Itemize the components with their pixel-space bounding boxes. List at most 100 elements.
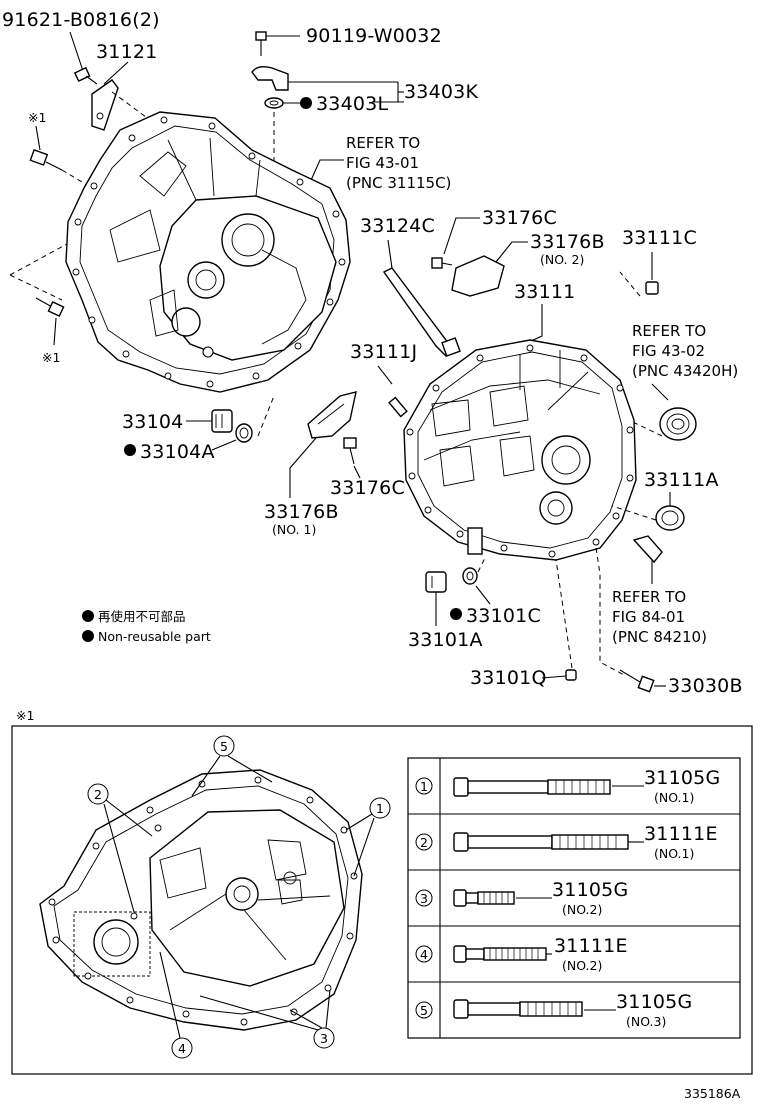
bolt-row-4[interactable]: 4 31111E (NO.2): [415, 935, 628, 973]
label-33176B-bot-sub: (NO. 1): [272, 522, 316, 537]
seal-43420H-icon: [659, 407, 697, 441]
label-31121[interactable]: 31121: [96, 41, 157, 63]
gasket-33104A-icon: [235, 423, 253, 443]
label-33176B-top[interactable]: 33176B: [530, 231, 605, 253]
plug-33104-icon: [211, 409, 233, 433]
bolt-4-part: 31111E: [554, 935, 628, 957]
sensor-84210-icon: [632, 535, 663, 584]
ref2-line3[interactable]: (PNC 43420H): [632, 362, 738, 380]
bolt-3-part: 31105G: [552, 879, 628, 901]
svg-text:2: 2: [94, 787, 102, 802]
svg-text:4: 4: [178, 1041, 186, 1056]
bracket-31121-icon: [91, 61, 151, 131]
label-33403K[interactable]: 33403K: [404, 81, 478, 103]
pin-33111J-icon: [388, 396, 408, 418]
ref3-line2[interactable]: FIG 84-01: [612, 608, 685, 626]
label-33176B-top-sub: (NO. 2): [540, 252, 584, 267]
bolt-1-icon: [453, 777, 611, 797]
bolt-1-sub: (NO.1): [654, 790, 694, 805]
label-33101C[interactable]: 33101C: [466, 605, 541, 627]
ref1-line3[interactable]: (PNC 31115C): [346, 174, 451, 192]
label-33030B[interactable]: 33030B: [668, 675, 743, 697]
bolt-5-icon: [453, 999, 583, 1019]
inset-mark: ※1: [16, 708, 34, 723]
inset-callout-1[interactable]: 1: [345, 797, 391, 877]
nonreusable-dot-icon: [450, 608, 462, 620]
bolt-91621-icon: [69, 31, 98, 85]
svg-text:4: 4: [420, 947, 428, 962]
ref1-line1[interactable]: REFER TO: [346, 134, 420, 152]
label-33111J[interactable]: 33111J: [350, 341, 417, 363]
oring-33403L-icon: [264, 97, 300, 109]
cover-33176B-no1-icon: [307, 391, 357, 439]
label-33104A[interactable]: 33104A: [140, 441, 215, 463]
inset-frame: [11, 725, 753, 1075]
inset-callout-2[interactable]: 2: [87, 783, 153, 913]
inset-callout-3[interactable]: 3: [199, 989, 335, 1049]
nonreusable-dot-icon: [124, 444, 136, 456]
bolt-2-sub: (NO.1): [654, 846, 694, 861]
label-33403L[interactable]: 33403L: [316, 93, 388, 115]
plug-33111C-icon: [645, 281, 659, 295]
label-33111A[interactable]: 33111A: [644, 469, 719, 491]
bolt-mark1-top-icon: [29, 149, 93, 189]
ref2-line1[interactable]: REFER TO: [632, 322, 706, 340]
bolt-2-part: 31111E: [644, 823, 718, 845]
label-90119[interactable]: 90119-W0032: [306, 25, 442, 47]
bolt-row-3[interactable]: 3 31105G (NO.2): [415, 879, 628, 917]
clutch-housing-illustration: [65, 111, 351, 393]
bolt-row-2[interactable]: 2 31111E (NO.1): [415, 823, 718, 861]
label-91621[interactable]: 91621-B0816(2): [2, 9, 160, 31]
svg-text:5: 5: [220, 739, 228, 754]
bolt-5-part: 31105G: [616, 991, 692, 1013]
figure-id: 335186A: [684, 1086, 741, 1101]
seal-33111A-icon: [655, 505, 685, 531]
nonreusable-dot-icon: [300, 97, 312, 109]
label-33176C-top[interactable]: 33176C: [482, 207, 557, 229]
inset-callout-5[interactable]: 5: [191, 735, 273, 797]
bolt-2-icon: [453, 832, 629, 852]
svg-text:5: 5: [420, 1003, 428, 1018]
plug-33101A-icon: [425, 571, 447, 593]
bolt-table: [407, 757, 741, 1039]
bolt-mark1-bottom-icon: [35, 297, 65, 346]
svg-text:3: 3: [420, 891, 428, 906]
bolt-3-icon: [453, 889, 515, 907]
legend-dot-jp-icon: [82, 610, 94, 622]
bolt-4-icon: [453, 945, 547, 963]
gasket-33101C-icon: [462, 567, 478, 585]
svg-text:1: 1: [420, 779, 428, 794]
ref3-line3[interactable]: (PNC 84210): [612, 628, 707, 646]
label-33101A[interactable]: 33101A: [408, 629, 483, 651]
legend-jp: 再使用不可部品: [98, 609, 186, 624]
label-33104[interactable]: 33104: [122, 411, 183, 433]
bracket-33124C-icon: [382, 239, 461, 357]
label-33176B-bot[interactable]: 33176B: [264, 501, 339, 523]
bolt-1-part: 31105G: [644, 767, 720, 789]
mark1-top: ※1: [28, 110, 46, 125]
bolt-4-sub: (NO.2): [562, 958, 602, 973]
cover-33176B-no2-icon: [451, 255, 505, 297]
bolt-33176C-bot-icon: [343, 437, 357, 465]
legend-dot-en-icon: [82, 630, 94, 642]
svg-text:2: 2: [420, 835, 428, 850]
plug-33101Q-icon: [565, 669, 577, 681]
legend-en: Non-reusable part: [98, 629, 211, 644]
label-33124C[interactable]: 33124C: [360, 215, 435, 237]
label-33111C[interactable]: 33111C: [622, 227, 697, 249]
label-33111[interactable]: 33111: [514, 281, 575, 303]
mark1-bottom: ※1: [42, 350, 60, 365]
inset-callout-4[interactable]: 4: [159, 951, 193, 1059]
ref3-line1[interactable]: REFER TO: [612, 588, 686, 606]
label-33101Q[interactable]: 33101Q: [470, 667, 547, 689]
svg-text:3: 3: [320, 1031, 328, 1046]
svg-text:1: 1: [376, 801, 384, 816]
ref1-line2[interactable]: FIG 43-01: [346, 154, 419, 172]
bolt-row-5[interactable]: 5 31105G (NO.3): [415, 991, 692, 1029]
ref2-line2[interactable]: FIG 43-02: [632, 342, 705, 360]
bolt-33030B-icon: [619, 669, 655, 693]
bolt-row-1[interactable]: 1 31105G (NO.1): [415, 767, 720, 805]
label-33176C-bot[interactable]: 33176C: [330, 477, 405, 499]
bolt-3-sub: (NO.2): [562, 902, 602, 917]
